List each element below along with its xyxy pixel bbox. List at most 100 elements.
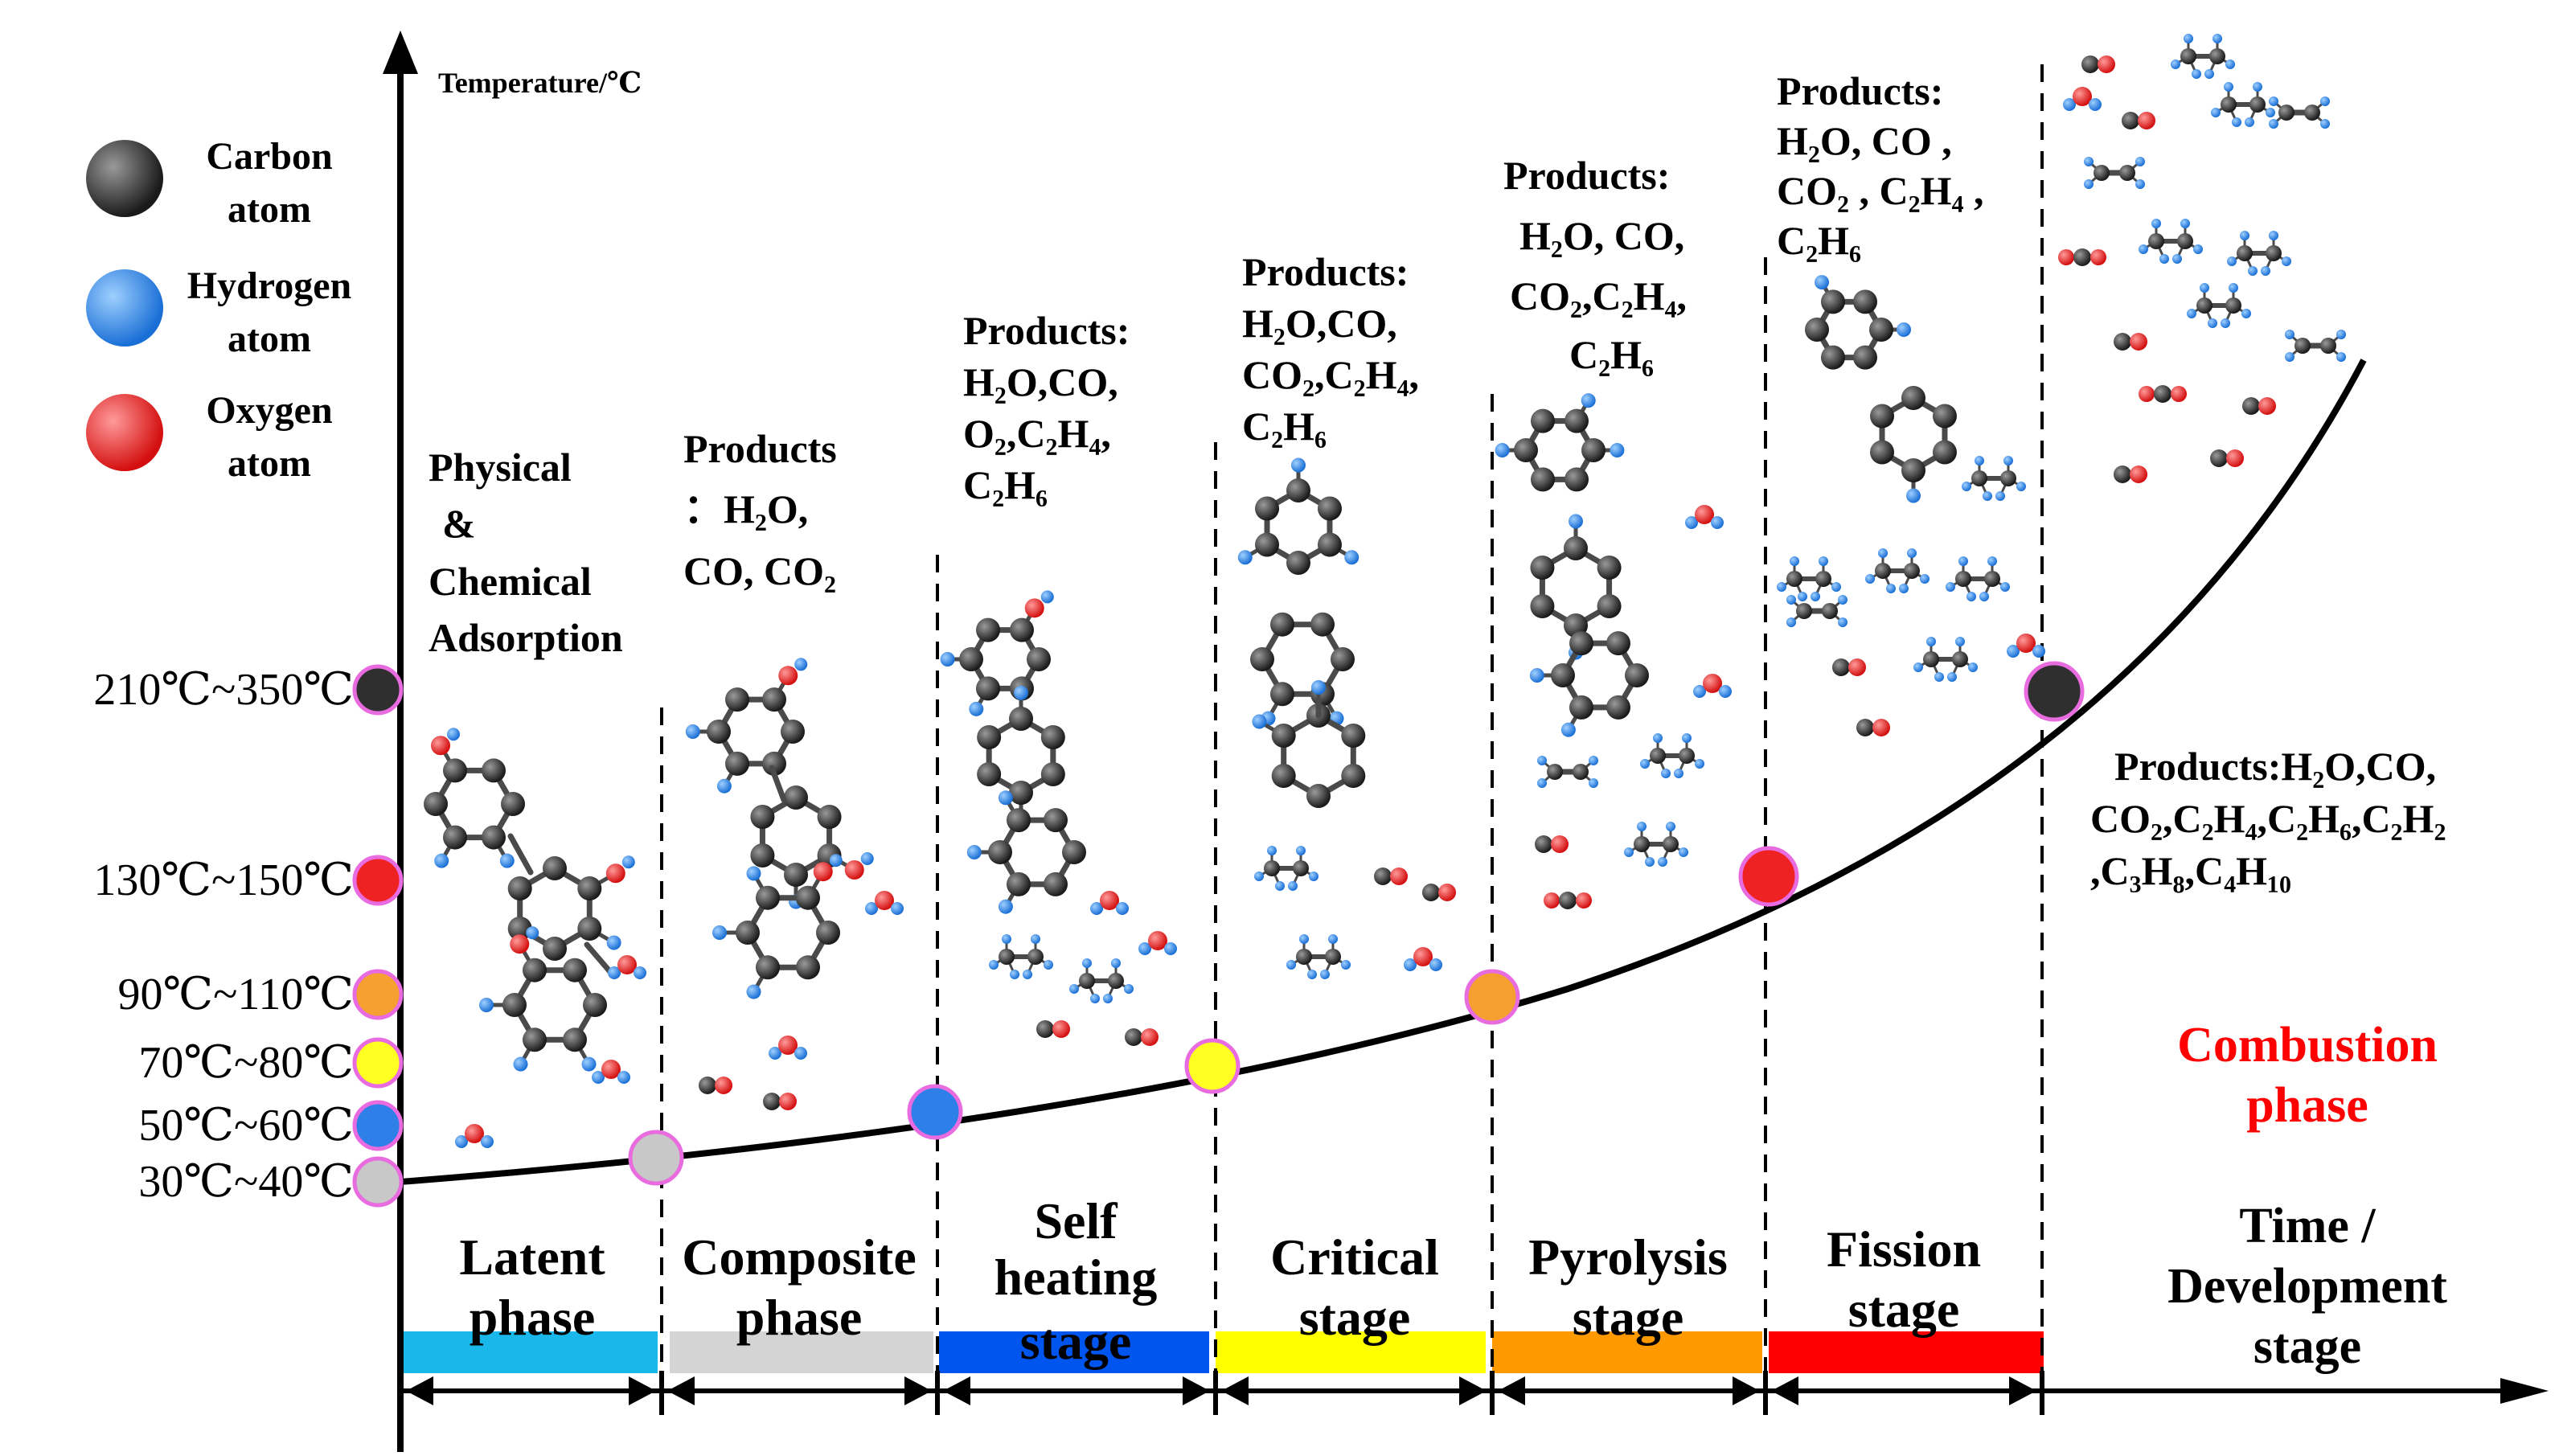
atom (1024, 598, 1044, 618)
atom (1838, 595, 1847, 605)
atom (1932, 404, 1957, 429)
atom (606, 935, 621, 950)
note-latent-1: Physical (429, 445, 572, 490)
atom (1920, 574, 1930, 584)
atom (1906, 488, 1921, 503)
atom (1606, 695, 1630, 720)
atom (1255, 532, 1280, 557)
atom (2226, 449, 2244, 467)
atom (1062, 840, 1086, 864)
atom (1695, 505, 1714, 524)
atom (1934, 672, 1944, 682)
atom (1296, 949, 1312, 965)
atom (1547, 764, 1563, 780)
atom (2058, 249, 2074, 265)
atom (1634, 836, 1650, 852)
atom (2063, 98, 2076, 111)
atom (796, 955, 820, 980)
atom (2208, 318, 2217, 328)
atom (763, 1093, 781, 1110)
atom (424, 792, 448, 816)
atom (1044, 808, 1068, 833)
atom (1040, 590, 1054, 604)
stage-name-composite-1: Composite (682, 1228, 917, 1286)
atom (2094, 165, 2110, 181)
atom (2224, 82, 2233, 92)
atom (1270, 682, 1294, 707)
atom (1685, 516, 1698, 529)
atom (1495, 443, 1510, 457)
stage-bar-critical (1216, 1331, 1486, 1373)
combustion-label: Combustion phase (2177, 1018, 2438, 1133)
atom (2073, 248, 2091, 266)
atom (617, 1071, 630, 1084)
atom (1796, 603, 1812, 619)
legend-hydrogen-swatch (86, 269, 163, 347)
atom (2138, 112, 2155, 129)
atom (794, 658, 808, 671)
atom (2240, 231, 2249, 240)
atom (1815, 571, 1831, 587)
atom (2304, 105, 2320, 121)
atom (2089, 98, 2102, 111)
atom (1027, 949, 1044, 965)
atom (1009, 781, 1033, 805)
note-pyrolysis-2: H₂O, CO, (1519, 213, 1684, 258)
atom (1679, 847, 1688, 857)
atom (617, 955, 637, 974)
atom (2130, 466, 2147, 483)
atom (502, 993, 527, 1017)
atom (2336, 330, 2346, 339)
note-critical-2: H₂O,CO, (1242, 301, 1397, 346)
x-axis-label: Time / Development stage (2167, 1199, 2447, 1374)
stage-name-fission-2: stage (1848, 1281, 1960, 1338)
atom (2000, 582, 2010, 592)
atom (621, 855, 635, 869)
atom (2266, 108, 2275, 117)
stage-color-bars (402, 1331, 2044, 1373)
atom (1786, 617, 1796, 627)
atom (816, 921, 840, 945)
atom (1589, 778, 1598, 788)
atom (998, 899, 1013, 914)
atom (1325, 949, 1341, 965)
atom (1514, 438, 1538, 462)
atom (1979, 592, 1989, 601)
atom (977, 762, 1002, 786)
atom (1865, 574, 1875, 584)
atom (577, 917, 602, 941)
atom (2098, 55, 2115, 73)
atom (2294, 338, 2311, 354)
atom (2180, 219, 2190, 228)
atom (543, 937, 567, 961)
atom (1090, 994, 1100, 1003)
legend-hydrogen-sublabel: atom (228, 318, 311, 360)
atom (1413, 947, 1433, 966)
atom (1805, 318, 1829, 342)
atom (1007, 808, 1031, 833)
note-combustion-1: Products:H₂O,CO, (2114, 744, 2436, 789)
legend-carbon-label: Carbon (206, 135, 332, 178)
atom (2261, 266, 2270, 276)
atom (1390, 867, 1408, 885)
temperature-curve (400, 359, 2367, 1185)
stage-name-composite-2: phase (736, 1289, 863, 1346)
atom (1886, 584, 1896, 593)
atom (1703, 674, 1722, 693)
temp-label-1: 130℃~150℃ (93, 855, 354, 905)
atom (1832, 658, 1850, 676)
atom (736, 921, 760, 945)
combustion-label-line2: phase (2246, 1078, 2368, 1133)
atom (1875, 563, 1891, 579)
atom (2196, 297, 2212, 314)
atom (685, 724, 700, 739)
atom (865, 902, 878, 915)
atom (1125, 1028, 1142, 1046)
atom (2032, 645, 2045, 658)
atom (1079, 973, 1095, 989)
atom (1975, 456, 1984, 466)
combustion-label-line1: Combustion (2177, 1018, 2438, 1073)
atom (1790, 556, 1799, 566)
atom (482, 758, 506, 783)
